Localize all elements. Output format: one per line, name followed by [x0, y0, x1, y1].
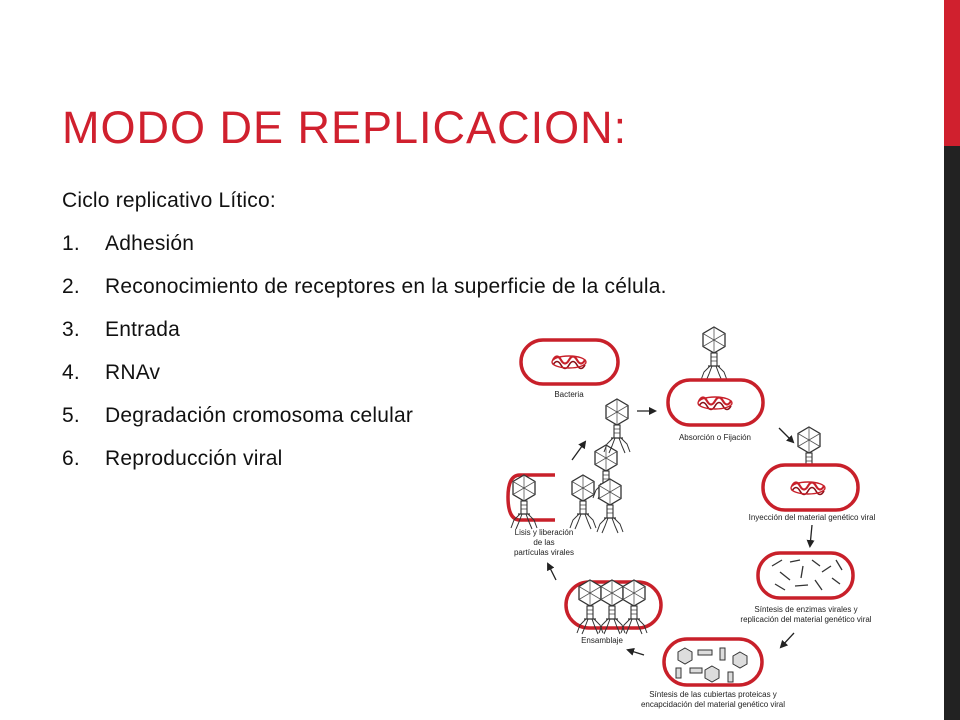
phage-icon: [576, 579, 604, 635]
phage-icon: [620, 579, 648, 635]
stage-sintesis-cubiertas: Síntesis de las cubiertas proteicas y en…: [641, 637, 785, 709]
step-number: 5.: [62, 404, 80, 427]
label-lisis-line2: de las: [533, 538, 554, 547]
edge-bar-red: [944, 0, 960, 146]
step-text: Degradación cromosoma celular: [105, 404, 414, 427]
list-item: 2. Reconocimiento de receptores en la sup…: [62, 274, 802, 300]
phage-icon: [598, 579, 626, 635]
injected-dna-icon: [804, 469, 810, 491]
cycle-arrow: [806, 524, 815, 548]
stage-sintesis-enzimas: Síntesis de enzimas virales y replicació…: [740, 551, 872, 624]
list-item: 6. Reproducción viral: [62, 446, 802, 472]
label-lisis-line1: Lisis y liberación: [515, 528, 574, 537]
label-lisis-line3: partículas virales: [514, 548, 574, 557]
cycle-arrow: [779, 632, 795, 649]
edge-bar: [944, 0, 960, 720]
intro-text: Ciclo replicativo Lítico:: [62, 189, 276, 212]
step-text: Entrada: [105, 318, 180, 341]
cycle-arrow: [626, 647, 645, 656]
label-sintesis-cubiertas-line2: encapcidación del material genético vira…: [641, 700, 785, 709]
label-sintesis-cubiertas-line1: Síntesis de las cubiertas proteicas y: [649, 690, 777, 699]
slide-title: MODO DE REPLICACION:: [62, 102, 628, 153]
list-item: 4. RNAv: [62, 360, 802, 386]
label-sintesis-enzimas-line1: Síntesis de enzimas virales y: [754, 605, 857, 614]
step-number: 1.: [62, 232, 80, 255]
bacterium-cell: [564, 580, 663, 630]
viral-parts-icon: [675, 647, 748, 683]
list-item: 1. Adhesión: [62, 231, 802, 257]
slide-body: Ciclo replicativo Lítico: 1. Adhesión 2. R…: [62, 188, 802, 489]
label-inyeccion: Inyección del material genético viral: [749, 513, 876, 522]
label-ensamblaje: Ensamblaje: [581, 636, 623, 645]
step-text: Reconocimiento de receptores en la super…: [105, 275, 667, 298]
steps-list: 1. Adhesión 2. Reconocimiento de receptore…: [62, 231, 802, 472]
step-number: 2.: [62, 275, 80, 298]
step-text: Adhesión: [105, 232, 195, 255]
list-item: 3. Entrada: [62, 317, 802, 343]
bacterium-cell: [756, 551, 855, 600]
label-sintesis-enzimas-line2: replicación del material genético viral: [740, 615, 871, 624]
step-number: 3.: [62, 318, 80, 341]
stage-ensamblaje: Ensamblaje: [564, 579, 663, 645]
bacterium-cell: [662, 637, 764, 687]
cycle-arrow: [547, 562, 557, 581]
step-number: 6.: [62, 447, 80, 470]
step-text: Reproducción viral: [105, 447, 283, 470]
list-item: 5. Degradación cromosoma celular: [62, 403, 802, 429]
step-text: RNAv: [105, 361, 161, 384]
step-number: 4.: [62, 361, 80, 384]
viral-dna-fragments-icon: [771, 559, 843, 591]
edge-bar-dark: [944, 146, 960, 720]
